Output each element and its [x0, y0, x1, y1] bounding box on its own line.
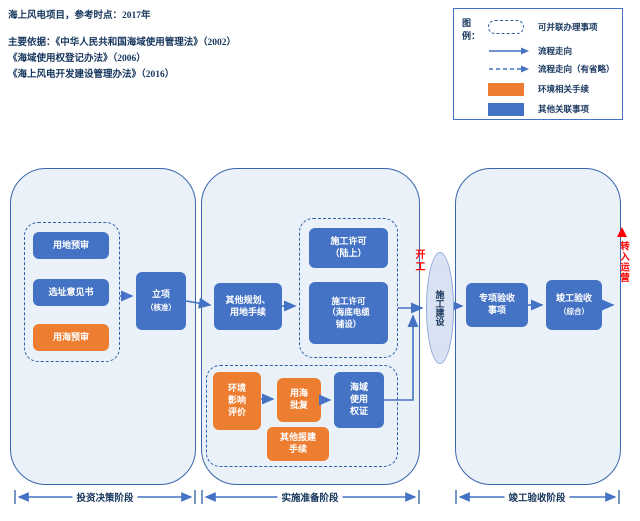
- legend-item-label: 其他关联事项: [538, 104, 590, 114]
- parallel-group-construction-permits: [299, 218, 398, 358]
- phase-label-implementation: 实施准备阶段: [277, 490, 343, 504]
- node-land-preapproval: 用地预审: [33, 232, 109, 259]
- legend-item-label: 流程走向（有省略）: [538, 64, 615, 74]
- header-line-3: 《海域使用权登记办法》（2006）: [8, 54, 146, 64]
- parallel-group-preapprovals: [24, 222, 120, 362]
- header-text: 海上风电项目，参考时点：2017年 主要依据：《中华人民共和国海域使用管理法》（…: [8, 8, 236, 83]
- node-special-acceptance: 专项验收 事项: [466, 283, 528, 327]
- header-line-2: 主要依据：《中华人民共和国海域使用管理法》（2002）: [8, 38, 237, 48]
- blue-box-icon: [488, 102, 530, 116]
- node-eia: 环境 影响 评价: [213, 372, 261, 430]
- node-project-approval-title: 立项: [151, 289, 170, 300]
- node-other-planning: 其他规划、 用地手续: [214, 283, 282, 330]
- legend-box: 图例： 可并联办理事项 流程走向 流程走向（有省略） 环境相关手续 其他关联事项: [453, 8, 623, 120]
- node-site-opinion: 选址意见书: [33, 279, 109, 306]
- node-completion-acceptance-title: 竣工验收: [555, 293, 592, 304]
- node-construction-permit-cable: 施工许可 （海底电缆 铺设）: [309, 282, 388, 344]
- dashed-box-icon: [488, 20, 530, 34]
- phase-label-completion: 竣工验收阶段: [504, 490, 570, 504]
- node-sea-use-reply: 用海 批复: [277, 378, 321, 422]
- node-construction-permit-land: 施工许可 （陆上）: [309, 228, 388, 268]
- node-completion-acceptance: 竣工验收 （综合）: [546, 280, 602, 330]
- legend-item-label: 可并联办理事项: [538, 22, 598, 32]
- node-other-filing: 其他报建 手续: [267, 427, 329, 461]
- node-sea-use-cert: 海域 使用 权证: [334, 372, 384, 428]
- label-transfer-operation: 转入运营: [618, 241, 629, 283]
- solid-arrow-icon: [488, 45, 530, 57]
- phase-label-investment: 投资决策阶段: [72, 490, 138, 504]
- legend-item-other: 其他关联事项: [488, 101, 589, 117]
- legend-item-env: 环境相关手续: [488, 81, 589, 97]
- node-construction: 施工建设: [426, 252, 454, 364]
- legend-title: 图例：: [462, 18, 481, 41]
- orange-box-icon: [488, 82, 530, 96]
- legend-item-label: 流程走向: [538, 46, 573, 56]
- node-project-approval-sub: （核准）: [146, 302, 176, 312]
- legend-item-label: 环境相关手续: [538, 84, 590, 94]
- node-project-approval: 立项 （核准）: [136, 272, 186, 330]
- header-line-4: 《海上风电开发建设管理办法》（2016）: [8, 70, 175, 80]
- label-start-construction: 开工: [413, 249, 424, 273]
- node-construction-label: 施工建设: [434, 290, 445, 326]
- parallel-group-sea-procedures: [206, 365, 398, 467]
- dashed-arrow-icon: [488, 63, 530, 75]
- header-line-1: 海上风电项目，参考时点：2017年: [8, 11, 151, 21]
- node-sea-preapproval: 用海预审: [33, 324, 109, 351]
- legend-item-flow-omitted: 流程走向（有省略）: [488, 61, 615, 77]
- node-completion-acceptance-sub: （综合）: [559, 306, 589, 316]
- legend-item-parallel: 可并联办理事项: [488, 19, 598, 35]
- legend-item-flow: 流程走向: [488, 43, 572, 59]
